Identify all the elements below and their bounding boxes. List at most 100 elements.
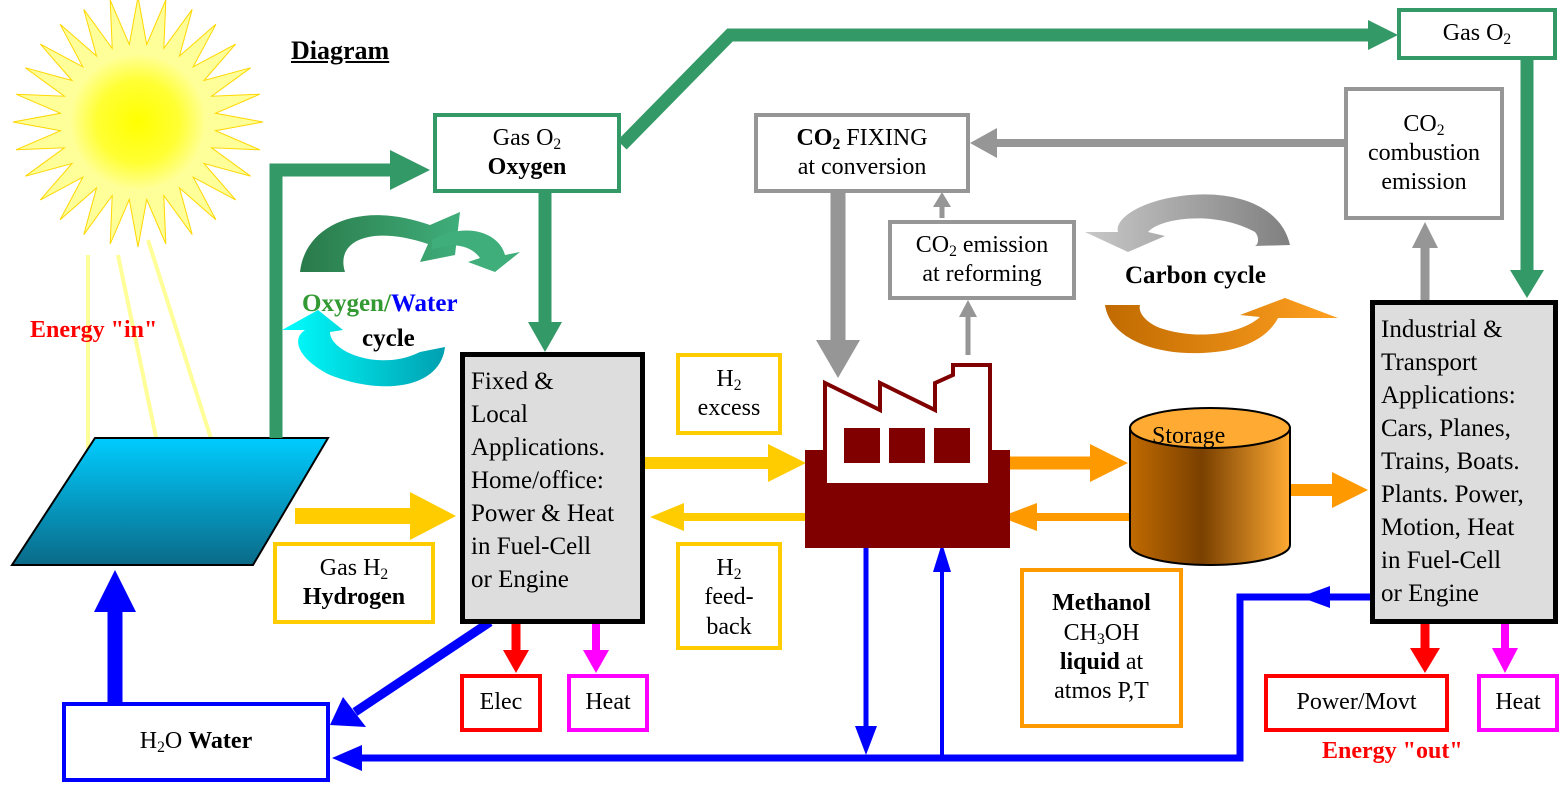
- gas-h2-hydrogen-box: Gas H2 Hydrogen: [273, 542, 435, 624]
- text-line: Power & Heat: [471, 500, 615, 527]
- h-text: H: [139, 728, 158, 755]
- solar-panel: [10, 437, 330, 566]
- h2-text: H: [716, 365, 734, 392]
- h2-feedback-box: H2 feed- back: [676, 542, 782, 650]
- carbon-cycle-icon: [1085, 194, 1338, 354]
- formula-text: CH: [1063, 619, 1097, 646]
- energy-out-arrows: [503, 622, 1518, 673]
- liquid-text: liquid: [1059, 649, 1120, 675]
- text-line: Trains, Boats.: [1381, 448, 1520, 475]
- subscript: 2: [949, 242, 957, 260]
- gas-o2-text: Gas O: [492, 124, 554, 151]
- power-movt-box: Power/Movt: [1264, 674, 1449, 732]
- h2-excess-box: H2 excess: [676, 353, 782, 435]
- at-text: at: [1119, 649, 1144, 675]
- sun-icon: [12, 0, 264, 248]
- diagram-title: Diagram: [291, 36, 390, 65]
- excess-text: excess: [697, 395, 761, 421]
- text-line: Industrial &: [1381, 316, 1503, 343]
- co2-text: CO: [915, 231, 950, 258]
- oxygen-water-cycle-icon: [282, 212, 520, 387]
- back-text: back: [706, 613, 752, 640]
- gas-h2-text: Gas H: [319, 554, 381, 581]
- carbon-arrowheads: [816, 128, 1438, 378]
- heat-text: Heat: [1495, 689, 1541, 716]
- water-word: Water: [390, 290, 458, 317]
- gas-o2-box-top: Gas O2: [1397, 8, 1557, 60]
- co2-text: CO: [796, 124, 833, 151]
- oxygen-text: Oxygen: [487, 154, 567, 180]
- gas-o2-text: Gas O: [1442, 20, 1504, 47]
- fixed-local-applications-box: Fixed & Local Applications. Home/office:…: [460, 352, 645, 624]
- methanol-arrowheads: [1000, 444, 1368, 531]
- cycle-word: cycle: [362, 325, 415, 352]
- emission-text: emission: [1381, 169, 1467, 196]
- text-line: Home/office:: [471, 467, 604, 494]
- energy-in-label: Energy "in": [30, 317, 158, 343]
- heat-text: Heat: [585, 689, 631, 716]
- methanol-text: Methanol: [1052, 590, 1151, 617]
- h2o-water-box: H2O Water: [62, 702, 330, 782]
- oxygen-word: Oxygen: [302, 290, 384, 317]
- subscript: 2: [733, 565, 742, 583]
- feed-text: feed-: [704, 584, 754, 611]
- text-line: or Engine: [1381, 580, 1479, 607]
- subscript: 2: [1436, 121, 1445, 139]
- text-line: Fixed &: [471, 368, 554, 395]
- conversion-plant-icon: [805, 363, 1010, 548]
- at-reforming-text: at reforming: [922, 261, 1042, 287]
- fixing-text: FIXING: [840, 124, 928, 151]
- text-line: Cars, Planes,: [1381, 415, 1511, 442]
- text-line: Local: [471, 401, 528, 428]
- subscript: 2: [553, 135, 562, 153]
- hydrogen-text: Hydrogen: [302, 584, 406, 610]
- combustion-text: combustion: [1368, 139, 1480, 166]
- oxygen-arrowheads: [390, 20, 1544, 352]
- subscript: 2: [733, 376, 742, 394]
- power-movt-text: Power/Movt: [1296, 689, 1417, 716]
- oxygen-flow-lines: [269, 28, 1534, 438]
- heat-box-right: Heat: [1477, 674, 1559, 732]
- text-line: Motion, Heat: [1381, 514, 1515, 541]
- storage-label: Storage: [1152, 423, 1226, 449]
- water-arrowheads: [94, 543, 1330, 771]
- carbon-cycle-label: Carbon cycle: [1125, 262, 1266, 289]
- text-line: or Engine: [471, 566, 569, 593]
- oxygen-water-cycle-label: Oxygen/Water: [302, 290, 458, 318]
- text-line: in Fuel-Cell: [1381, 547, 1502, 574]
- hydrogen-flow-lines: [295, 457, 810, 524]
- formula-text: OH: [1104, 619, 1140, 646]
- atmos-text: atmos P,T: [1054, 678, 1149, 705]
- subscript: 2: [380, 565, 389, 583]
- text-line: Applications:: [1381, 382, 1516, 409]
- text-line: Applications.: [471, 434, 606, 461]
- industrial-transport-applications-box: Industrial & Transport Applications: Car…: [1370, 300, 1558, 624]
- co2-fixing-box: CO2 FIXING at conversion: [754, 113, 970, 193]
- energy-out-label: Energy "out": [1322, 738, 1463, 764]
- co2-text: CO: [1403, 110, 1437, 137]
- gas-o2-oxygen-box: Gas O2 Oxygen: [433, 113, 621, 193]
- heat-box-left: Heat: [567, 674, 649, 732]
- subscript: 3: [1096, 630, 1105, 648]
- text-line: Plants. Power,: [1381, 481, 1524, 508]
- text-line: in Fuel-Cell: [471, 533, 592, 560]
- co2-reforming-box: CO2 emission at reforming: [888, 220, 1076, 300]
- subscript: 2: [157, 739, 165, 757]
- o-text: O: [164, 728, 189, 755]
- hydrogen-arrowheads: [410, 444, 806, 540]
- methanol-box: Methanol CH3OH liquid at atmos P,T: [1020, 568, 1183, 728]
- co2-combustion-box: CO2 combustion emission: [1344, 87, 1504, 220]
- elec-text: Elec: [479, 689, 523, 716]
- emission-text: emission: [956, 231, 1049, 258]
- slash: /: [383, 290, 391, 317]
- elec-box: Elec: [460, 674, 542, 732]
- subscript: 2: [1503, 31, 1512, 49]
- carbon-flow-lines: [830, 139, 1430, 355]
- water-text: Water: [188, 728, 253, 755]
- storage-tank-icon: [1129, 407, 1291, 566]
- h2-text: H: [716, 555, 734, 581]
- text-line: Transport: [1381, 349, 1478, 376]
- subscript: 2: [832, 135, 841, 153]
